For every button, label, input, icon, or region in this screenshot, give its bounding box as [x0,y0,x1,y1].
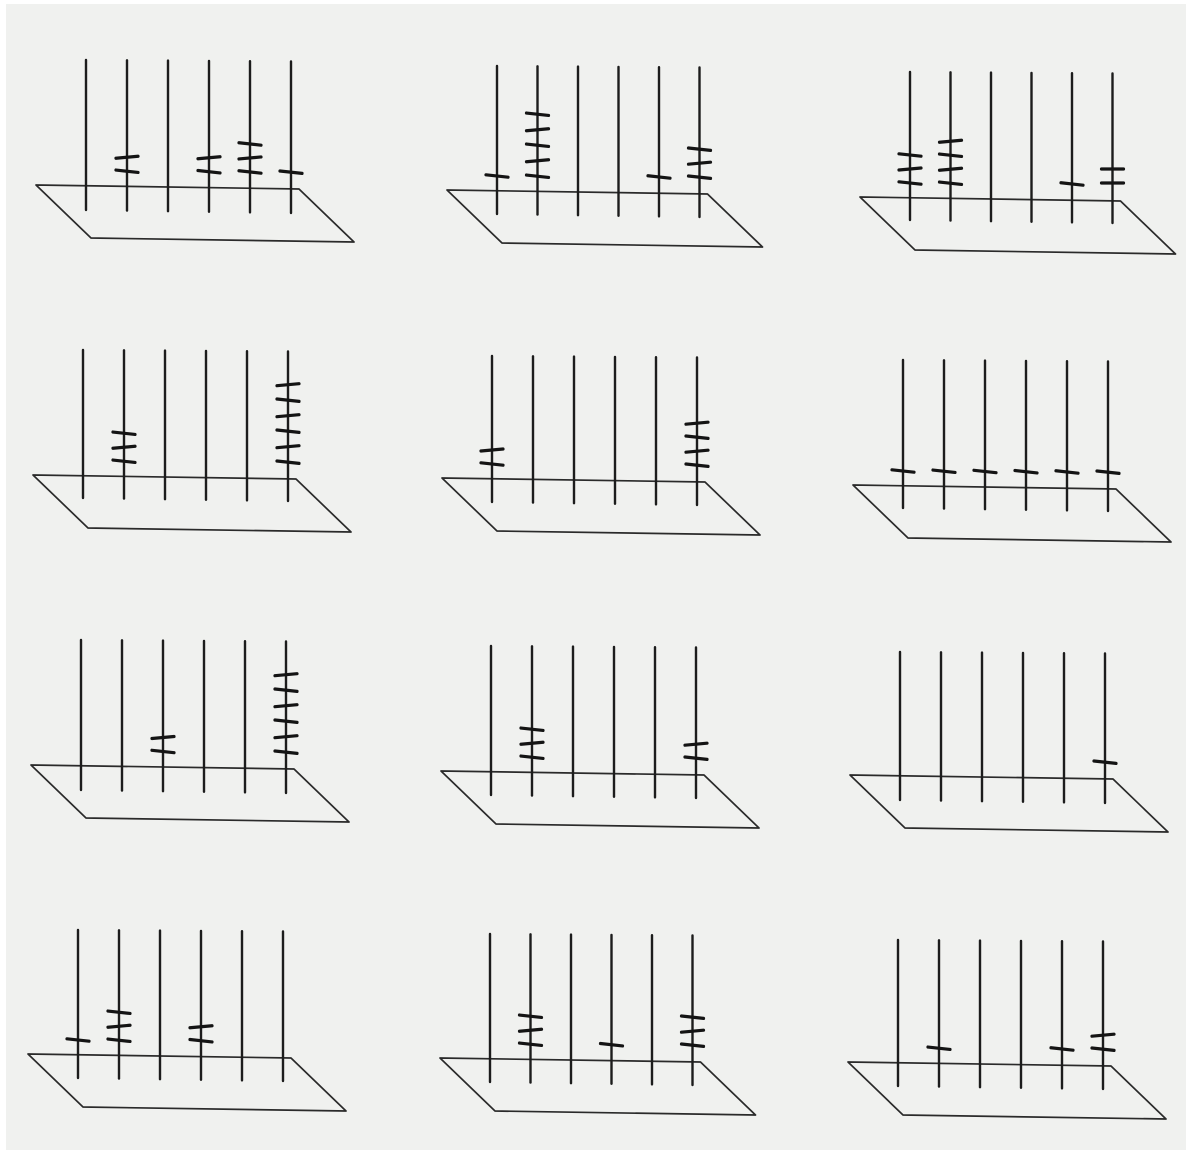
abacus-bead [940,140,962,142]
abacus-bead [277,446,299,448]
abacus-bead [1092,1034,1114,1036]
abacus-bead [527,160,549,162]
abacus-bead [239,157,261,159]
abacus-bead [527,129,549,131]
abacus-bead [521,742,543,744]
abacus-bead [116,156,138,158]
abacus-bead [198,157,220,159]
paper-background [6,4,1186,1150]
abacus-bead [682,1030,704,1032]
abacus-bead [685,743,707,745]
abacus-bead [275,705,297,707]
abacus-bead [520,1029,542,1031]
abacus-bead [277,415,299,417]
abacus-bead [686,450,708,452]
abacus-bead [113,446,135,448]
abacus-bead [481,449,503,451]
abacus-bead [108,1025,130,1027]
abacus-bead [190,1026,212,1028]
abacus-bead [689,162,711,164]
abacus-bead [899,168,921,170]
abacus-bead [275,674,297,676]
abacus-bead [275,736,297,738]
abacus-bead [940,168,962,170]
abacus-bead [686,422,708,424]
abacus-bead [277,384,299,386]
abacus-bead [152,736,174,738]
